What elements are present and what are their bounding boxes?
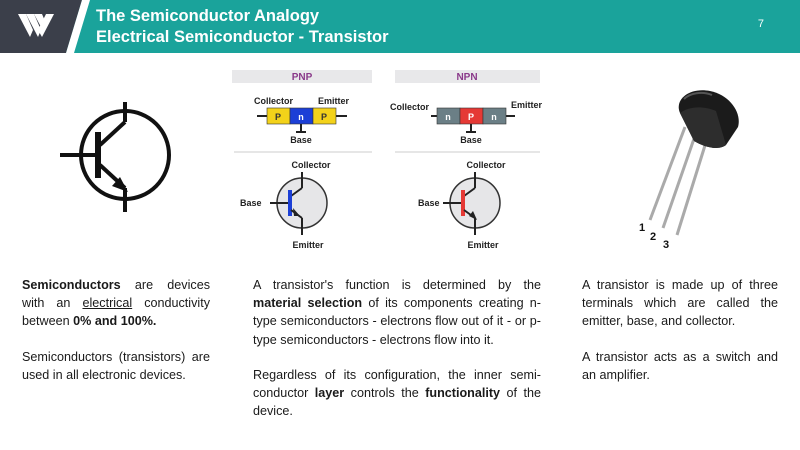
- npn-layer-2: P: [468, 112, 474, 122]
- pnp-collector-label: Collector: [254, 96, 294, 106]
- pnp-symbol-emitter-label: Emitter: [292, 240, 324, 250]
- npn-emitter-label: Emitter: [511, 100, 542, 110]
- pin-label-2: 2: [650, 231, 656, 243]
- right-paragraph-2: A transistor acts as a switch and an amp…: [582, 349, 778, 382]
- middle-paragraph-1: A transistor's function is determined by…: [253, 276, 541, 349]
- npn-title: NPN: [456, 72, 477, 83]
- pnp-layer-2: n: [298, 112, 304, 122]
- middle-text-block: A transistor's function is determined by…: [253, 276, 541, 437]
- left-paragraph-1: Semiconductors are devices with an elect…: [22, 276, 210, 331]
- left-paragraph-2: Semiconductors (transistors) are used in…: [22, 349, 210, 382]
- transistor-symbol-diagram: [60, 102, 171, 212]
- npn-base-label: Base: [460, 135, 482, 145]
- company-logo: [18, 14, 54, 37]
- pnp-emitter-label: Emitter: [318, 96, 350, 106]
- transistor-package-image: 1 2 3: [639, 90, 739, 251]
- pnp-layer-1: P: [275, 112, 281, 122]
- npn-symbol-emitter-label: Emitter: [467, 240, 499, 250]
- header-background: [0, 0, 800, 53]
- pnp-title: PNP: [292, 72, 313, 83]
- left-p1-text-b: conductivity between: [22, 296, 210, 329]
- electrical-term: electrical: [82, 296, 133, 311]
- npn-layer-1: n: [445, 112, 451, 122]
- slide-title-line2: Electrical Semiconductor - Transistor: [96, 28, 389, 46]
- npn-symbol-base-label: Base: [418, 198, 440, 208]
- npn-layer-3: n: [491, 112, 497, 122]
- left-text-block: Semiconductors are devices with an elect…: [22, 276, 210, 401]
- middle-p1-text-b: of its components creating n-type semico…: [253, 296, 542, 347]
- npn-diagram: NPN Collector Emitter n P n Base Collect…: [390, 70, 542, 250]
- left-p1-text-a: are devices with an: [22, 278, 210, 311]
- npn-collector-label: Collector: [390, 102, 430, 112]
- functionality-term: functionality: [425, 386, 501, 401]
- layer-term: layer: [314, 386, 345, 401]
- slide-title-line1: The Semiconductor Analogy: [96, 7, 320, 25]
- middle-p2-text-b: controls the: [344, 386, 426, 401]
- middle-p1-text-a: A transistor's function is determined by…: [253, 278, 541, 292]
- page-number: 7: [757, 18, 764, 30]
- pin-label-1: 1: [639, 222, 645, 234]
- pnp-layer-3: P: [321, 112, 327, 122]
- pnp-base-label: Base: [290, 135, 312, 145]
- slide-title: The Semiconductor Analogy Electrical Sem…: [96, 6, 389, 48]
- pnp-symbol-collector-label: Collector: [291, 160, 331, 170]
- material-selection-term: material selection: [253, 296, 363, 311]
- header-bar: The Semiconductor Analogy Electrical Sem…: [0, 0, 800, 53]
- middle-paragraph-2: Regardless of its configuration, the inn…: [253, 366, 541, 421]
- pnp-diagram: PNP Collector Emitter P n P Base Collect…: [232, 70, 372, 250]
- pnp-symbol-base-label: Base: [240, 198, 262, 208]
- right-paragraph-1: A transistor is made up of three termina…: [582, 278, 778, 329]
- middle-p2-text-c: of the device.: [253, 386, 541, 419]
- semiconductors-term: Semiconductors: [22, 278, 121, 292]
- right-text-block: A transistor is made up of three termina…: [582, 276, 778, 401]
- middle-p2-text-a: Regardless of its configuration, the inn…: [253, 367, 541, 401]
- pin-label-3: 3: [663, 239, 669, 251]
- conductivity-range: 0% and 100%.: [73, 314, 157, 329]
- npn-symbol-collector-label: Collector: [466, 160, 506, 170]
